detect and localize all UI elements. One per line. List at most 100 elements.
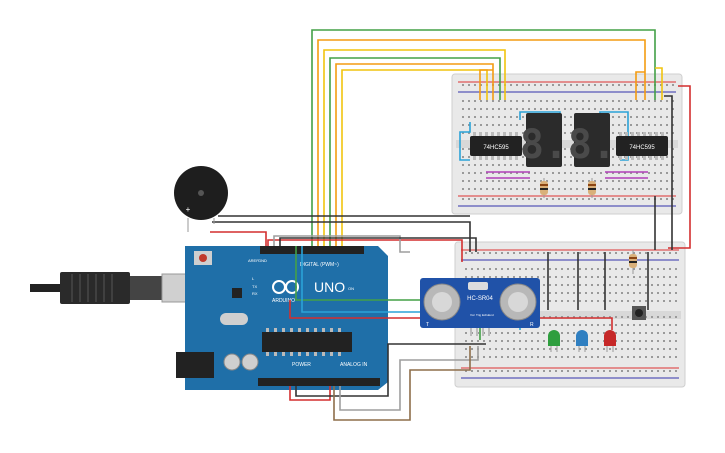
breadboard-hole [465,276,467,278]
breadboard-hole [600,188,602,190]
wire-black-1 [279,237,477,252]
breadboard-hole [654,172,656,174]
breadboard-hole [609,324,611,326]
breadboard-hole [597,324,599,326]
breadboard-hole [675,356,677,358]
breadboard-hole [579,292,581,294]
breadboard-hole [543,324,545,326]
breadboard-hole [522,198,524,200]
breadboard-hole [612,164,614,166]
breadboard-hole [675,324,677,326]
ultrasonic-sensor: HC-SR04 T R Vcc Trig Echo Gnd [420,278,540,336]
breadboard-hole [510,180,512,182]
breadboard-hole [633,276,635,278]
breadboard-hole [615,284,617,286]
breadboard-hole [639,324,641,326]
breadboard-hole [513,348,515,350]
breadboard-hole [654,108,656,110]
breadboard-hole [576,198,578,200]
breadboard-hole [504,180,506,182]
breadboard-hole [633,292,635,294]
breadboard-hole [516,198,518,200]
breadboard-hole [504,124,506,126]
breadboard-hole [507,348,509,350]
breadboard-hole [630,164,632,166]
breadboard-hole [642,172,644,174]
breadboard-hole [495,348,497,350]
breadboard-hole [657,332,659,334]
breadboard-hole [564,180,566,182]
breadboard-hole [639,348,641,350]
breadboard-hole [522,164,524,166]
resistor-bottom [629,250,637,274]
breadboard-hole [663,292,665,294]
arduino-analog-label: ANALOG IN [340,362,368,368]
breadboard-hole [534,198,536,200]
breadboard-hole [633,268,635,270]
breadboard-hole [633,332,635,334]
breadboard-hole [552,180,554,182]
breadboard-hole [612,124,614,126]
breadboard-hole [642,100,644,102]
breadboard-hole [567,340,569,342]
breadboard-hole [672,148,674,150]
breadboard-hole [492,188,494,190]
breadboard-hole [618,108,620,110]
breadboard-hole [486,164,488,166]
breadboard-hole [654,164,656,166]
breadboard-hole [642,180,644,182]
breadboard-hole [657,300,659,302]
breadboard-hole [519,276,521,278]
breadboard-hole [672,116,674,118]
breadboard-hole [510,188,512,190]
breadboard-hole [612,148,614,150]
breadboard-hole [510,100,512,102]
breadboard-hole [585,292,587,294]
breadboard-hole [546,100,548,102]
breadboard-hole [627,300,629,302]
breadboard-hole [504,188,506,190]
breadboard-hole [564,164,566,166]
breadboard-hole [555,324,557,326]
breadboard-hole [564,132,566,134]
breadboard-hole [663,276,665,278]
breadboard-hole [522,108,524,110]
breadboard-hole [552,188,554,190]
breadboard-hole [546,180,548,182]
breadboard-hole [555,292,557,294]
breadboard-hole [630,188,632,190]
breadboard-hole [636,84,638,86]
breadboard-hole [630,180,632,182]
breadboard-hole [612,188,614,190]
breadboard-hole [642,164,644,166]
breadboard-hole [552,84,554,86]
breadboard-hole [540,172,542,174]
breadboard-hole [468,84,470,86]
sensor-side-left: T [426,322,429,328]
breadboard-hole [537,252,539,254]
breadboard-hole [666,100,668,102]
breadboard-hole [573,252,575,254]
breadboard-hole [558,172,560,174]
breadboard-hole [651,356,653,358]
breadboard-hole [657,324,659,326]
breadboard-hole [534,84,536,86]
breadboard-hole [669,324,671,326]
breadboard-hole [627,292,629,294]
breadboard-hole [606,180,608,182]
breadboard-hole [501,252,503,254]
breadboard-hole [567,252,569,254]
breadboard-hole [567,356,569,358]
breadboard-hole [480,164,482,166]
breadboard-hole [579,276,581,278]
breadboard-hole [486,198,488,200]
breadboard-hole [609,276,611,278]
wire-green [311,29,656,246]
sensor-pin-trig: Trig [476,313,481,317]
breadboard-hole [522,132,524,134]
breadboard-hole [612,116,614,118]
breadboard-hole [579,300,581,302]
breadboard-hole [573,324,575,326]
breadboard-hole [612,132,614,134]
breadboard-hole [657,348,659,350]
